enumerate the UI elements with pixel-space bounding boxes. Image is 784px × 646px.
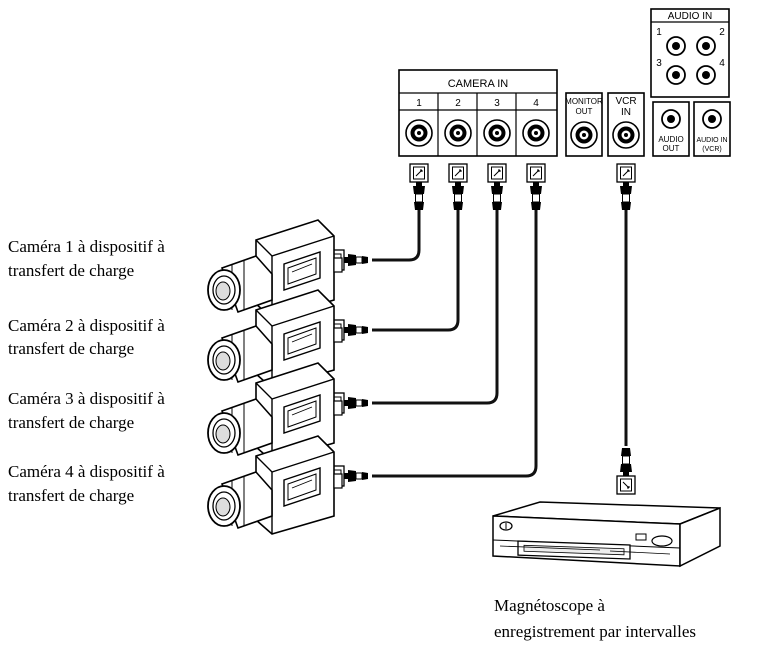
- audio-in-vcr-block: AUDIO IN (VCR): [693, 101, 731, 157]
- camera-input-number-4: 4: [533, 98, 539, 109]
- vcr-label-line2: enregistrement par intervalles: [494, 622, 696, 641]
- plug-vcr-in-icon: [616, 163, 636, 211]
- audio-in-vcr-jack-icon: [702, 109, 722, 129]
- monitor-out-block: MONITOR OUT: [565, 92, 603, 157]
- audio-jack-1-icon: [666, 36, 686, 56]
- audio-out-jack-icon: [661, 109, 681, 129]
- plug-camera-2-icon: [448, 163, 468, 211]
- camera-in-label: CAMERA IN: [448, 78, 509, 90]
- audio-in-block: AUDIO IN 1 2 3 4: [650, 8, 730, 98]
- camera-3-label-line2: transfert de charge: [8, 413, 134, 432]
- audio-in-number-2: 2: [719, 27, 725, 38]
- camera-3-label-line1: Caméra 3 à dispositif à: [8, 389, 165, 408]
- camera-2-label-line1: Caméra 2 à dispositif à: [8, 316, 165, 335]
- audio-in-number-3: 3: [656, 58, 662, 69]
- audio-out-label-line2: OUT: [663, 144, 680, 153]
- cable-camera-2: [372, 208, 460, 332]
- audio-in-number-1: 1: [656, 27, 662, 38]
- audio-in-label: AUDIO IN: [668, 11, 712, 22]
- camera-1-label-line2: transfert de charge: [8, 261, 134, 280]
- camera-labels: Caméra 1 à dispositif à transfert de cha…: [8, 237, 165, 505]
- camera-in-block: CAMERA IN 1 2 3 4: [398, 69, 558, 157]
- audio-in-vcr-label-line1: AUDIO IN: [696, 137, 727, 144]
- camera-input-number-1: 1: [416, 98, 422, 109]
- audio-out-block: AUDIO OUT: [652, 101, 690, 157]
- camera-2-label-line2: transfert de charge: [8, 339, 134, 358]
- vcr-in-jack-icon: [612, 121, 640, 149]
- cable-camera-1: [372, 208, 421, 262]
- audio-in-vcr-label-line2: (VCR): [702, 146, 721, 153]
- audio-jack-2-icon: [696, 36, 716, 56]
- rear-panel: CAMERA IN 1 2 3 4 MONITOR OUT VCR IN: [398, 8, 731, 157]
- plug-camera-3-icon: [487, 163, 507, 211]
- camera-input-number-2: 2: [455, 98, 461, 109]
- camera-1-label-line1: Caméra 1 à dispositif à: [8, 237, 165, 256]
- cable-camera-4: [372, 208, 538, 478]
- audio-jack-3-icon: [666, 65, 686, 85]
- audio-jack-4-icon: [696, 65, 716, 85]
- camera-4-label-line1: Caméra 4 à dispositif à: [8, 462, 165, 481]
- vcr-in-label-line2: IN: [621, 107, 631, 118]
- time-lapse-vcr-icon: [492, 501, 721, 568]
- camera-jack-4-icon: [522, 119, 550, 147]
- panel-plugs: [409, 163, 636, 211]
- monitor-out-label-line1: MONITOR: [565, 97, 603, 106]
- camera-plugs: [329, 249, 369, 487]
- vcr-label-line1: Magnétoscope à: [494, 596, 605, 615]
- audio-out-label-line1: AUDIO: [658, 135, 683, 144]
- monitor-out-label-line2: OUT: [576, 107, 593, 116]
- camera-jack-3-icon: [483, 119, 511, 147]
- camera-input-number-3: 3: [494, 98, 500, 109]
- plug-camera-4-icon: [526, 163, 546, 211]
- vcr-in-label-line1: VCR: [615, 96, 636, 107]
- cable-camera-3: [372, 208, 499, 405]
- camera-jack-1-icon: [405, 119, 433, 147]
- audio-in-number-4: 4: [719, 58, 725, 69]
- plug-camera-1-icon: [409, 163, 429, 211]
- monitor-out-jack-icon: [570, 121, 598, 149]
- cables: [372, 208, 628, 478]
- vcr-plug-icon: [616, 447, 636, 495]
- camera-4-label-line2: transfert de charge: [8, 486, 134, 505]
- vcr-in-block: VCR IN: [607, 92, 645, 157]
- vcr-label: Magnétoscope à enregistrement par interv…: [494, 596, 696, 641]
- camera-jack-2-icon: [444, 119, 472, 147]
